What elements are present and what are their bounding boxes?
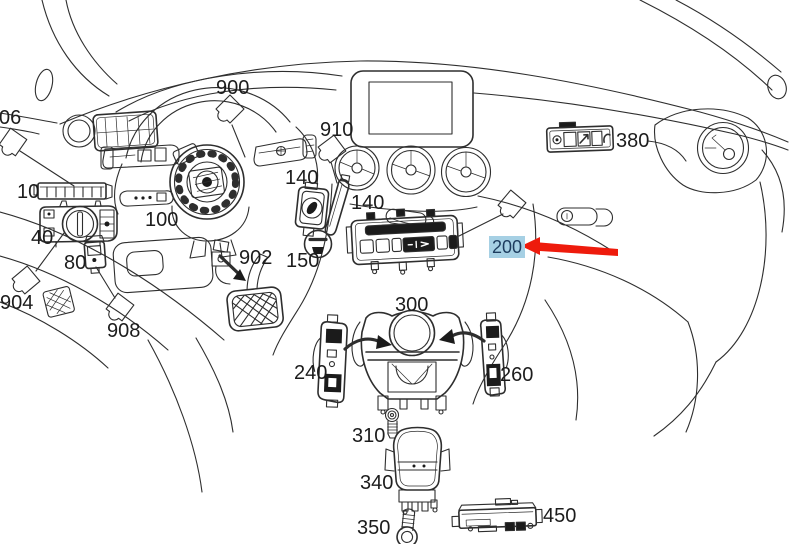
part-label-100[interactable]: 100 — [145, 209, 179, 231]
door-pull — [556, 207, 613, 227]
switch-bank-10 — [33, 182, 113, 200]
part-label-150[interactable]: 150 — [286, 250, 320, 272]
ignition-switch-140 — [294, 181, 330, 237]
switch-80 — [83, 234, 107, 274]
part-label-350[interactable]: 350 — [357, 517, 391, 539]
console-unit-300 — [351, 309, 474, 415]
part-label-310[interactable]: 310 — [352, 425, 386, 447]
part-label-300[interactable]: 300 — [395, 294, 429, 316]
part-label-10[interactable]: 10 — [17, 181, 40, 203]
diamond-908 — [103, 290, 137, 324]
part-label-908[interactable]: 908 — [107, 320, 141, 342]
brake-pedal — [226, 253, 284, 332]
part-label-260[interactable]: 260 — [500, 364, 534, 386]
part-label-140-trim[interactable]: 140 — [351, 192, 385, 214]
climate-control-panel-200 — [345, 208, 464, 275]
part-label-340[interactable]: 340 — [360, 472, 394, 494]
display-screen — [350, 70, 474, 148]
part-label-910[interactable]: 910 — [320, 119, 354, 141]
side-trim-240 — [312, 314, 348, 408]
assembly-arrow-left — [343, 335, 392, 351]
screw-350 — [396, 508, 418, 544]
bracket-902 — [211, 239, 246, 285]
hatched-cover — [42, 286, 75, 318]
part-label-450[interactable]: 450 — [543, 505, 577, 527]
center-air-vents — [334, 145, 492, 198]
part-label-906[interactable]: 06 — [0, 107, 22, 129]
steering-wheel-and-column-module — [100, 87, 319, 259]
right-air-vent — [653, 108, 768, 194]
red-arrow — [521, 237, 618, 256]
diamond-900 — [215, 94, 245, 124]
left-vent-grille — [62, 110, 159, 152]
knee-bolster — [112, 236, 214, 294]
part-label-380[interactable]: 380 — [616, 130, 650, 152]
part-label-902[interactable]: 902 — [239, 247, 273, 269]
part-label-200-highlighted[interactable]: 200 — [489, 236, 526, 258]
part-label-140-ignition[interactable]: 140 — [285, 167, 319, 189]
phone-cradle-340 — [384, 426, 451, 515]
part-label-900[interactable]: 900 — [216, 77, 250, 99]
screw-310 — [384, 407, 400, 439]
leader-lines — [19, 124, 687, 299]
switch-strip-380 — [545, 121, 615, 153]
part-label-904[interactable]: 904 — [0, 292, 34, 314]
control-module-450 — [451, 497, 543, 533]
part-label-240[interactable]: 240 — [294, 362, 328, 384]
button-150 — [303, 229, 333, 259]
part-label-40[interactable]: 40 — [31, 227, 54, 249]
side-trim-260 — [479, 312, 509, 397]
part-label-80[interactable]: 80 — [64, 252, 87, 274]
assembly-arrow-right — [439, 329, 486, 344]
headlight-switch-40 — [39, 200, 118, 248]
